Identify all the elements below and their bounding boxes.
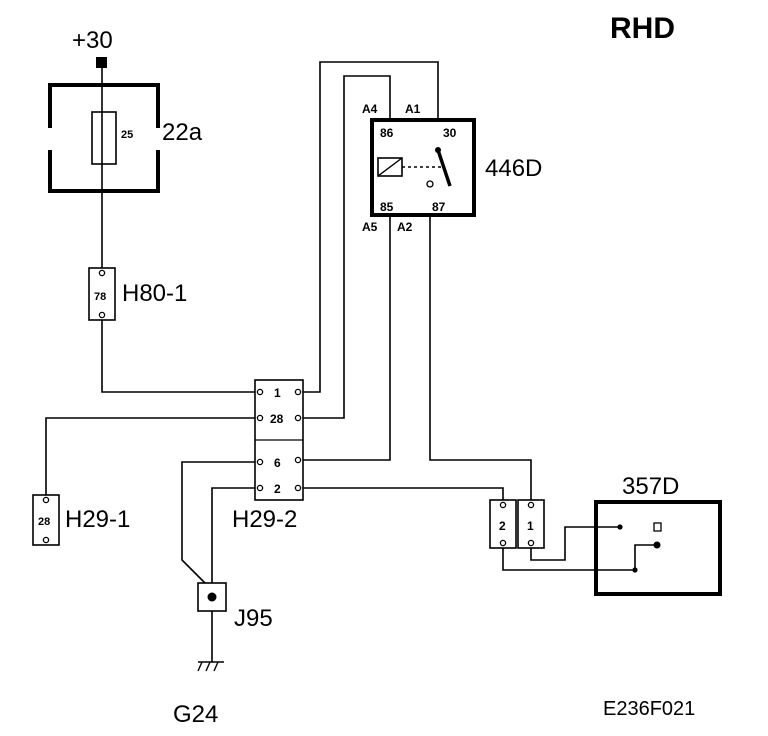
wire-h292-2-357d <box>300 487 504 500</box>
relay-name: 446D <box>485 155 542 182</box>
h29-2-pin28-label: 28 <box>270 412 284 426</box>
supply-30: +30 <box>72 27 113 68</box>
h80-1-pin-number: 78 <box>94 291 106 303</box>
connector-h80-1: 78 H80-1 <box>88 267 187 321</box>
wire-h292-6-j95 <box>181 461 258 584</box>
component-357d: 357D <box>594 473 722 596</box>
connector-h29-1: 28 H29-1 <box>32 494 130 546</box>
ground-g24: G24 <box>173 661 224 728</box>
h80-1-body <box>88 267 116 321</box>
relay-outline <box>370 118 476 217</box>
relay-pin-86: 86 <box>380 126 394 140</box>
h29-1-pin-number: 28 <box>38 516 50 528</box>
h29-1-name: H29-1 <box>65 506 130 533</box>
wire-h292-28-relay86 <box>300 75 391 419</box>
relay-pin-87: 87 <box>432 200 446 214</box>
h29-2-pin1-left <box>256 388 264 396</box>
ground-hatch-2 <box>205 661 211 672</box>
wire-h80-h292-1 <box>101 320 258 393</box>
h29-2-pin1-label: 1 <box>274 386 281 400</box>
drawing-code: E236F021 <box>603 698 695 720</box>
h80-1-pin-bottom <box>98 311 106 319</box>
g24-name: G24 <box>173 701 218 728</box>
relay-contact-87 <box>426 180 434 188</box>
h29-2-pin2-right <box>294 484 302 492</box>
connector-h29-2: 1 28 6 2 H29-2 <box>232 379 304 533</box>
fuse-rating: 25 <box>121 129 133 141</box>
ground-hatch-1 <box>197 661 203 672</box>
h29-2-pin6-right <box>294 456 302 464</box>
relay-coil-slash <box>377 157 403 177</box>
wire-relay85-h292-6 <box>300 215 391 461</box>
357d-conn-pin1-bottom <box>527 539 535 547</box>
h80-1-pin-top <box>98 269 106 277</box>
relay-pin-85: 85 <box>380 200 394 214</box>
connector-357d: 2 1 <box>489 499 545 549</box>
wires <box>45 61 656 662</box>
357d-contact-lower <box>653 541 661 549</box>
h29-2-name: H29-2 <box>232 506 297 533</box>
h29-1-pin-top <box>42 496 50 504</box>
fuse-name: 22a <box>162 119 203 146</box>
357d-name: 357D <box>622 473 679 500</box>
h29-2-pin6-label: 6 <box>274 456 281 470</box>
relay-pin-30: 30 <box>443 126 457 140</box>
wire-h292-28-h291 <box>45 417 258 495</box>
relay-contact-lever <box>436 149 452 187</box>
relay-terminal-a5: A5 <box>362 220 378 234</box>
relay-contact-pivot <box>435 147 441 153</box>
357d-conn-pin2-bottom <box>499 539 507 547</box>
supply-label: +30 <box>72 27 113 54</box>
wire-relay87-357d <box>429 215 532 500</box>
wire-h292-1-relay30 <box>300 61 439 393</box>
wire-h292-2-j95 <box>211 487 258 583</box>
splice-j95: J95 <box>197 582 273 632</box>
h29-2-pin2-left <box>256 484 264 492</box>
357d-conn-pin2-top <box>499 501 507 509</box>
357d-contact-upper <box>653 522 662 532</box>
h29-2-pin2-label: 2 <box>274 482 281 496</box>
relay-terminal-a4: A4 <box>362 102 378 116</box>
357d-node-lower <box>632 567 638 573</box>
ground-hatch-3 <box>213 661 219 672</box>
h29-1-pin-bottom <box>42 536 50 544</box>
wire-357d-pin1-inner <box>530 526 620 561</box>
j95-node <box>207 592 217 602</box>
relay-446d: A4 A1 86 30 85 87 A5 A2 446D <box>362 102 542 234</box>
357d-conn-pin2-label: 2 <box>499 519 506 533</box>
diagram-title: RHD <box>610 12 675 45</box>
relay-terminal-a1: A1 <box>405 102 421 116</box>
j95-name: J95 <box>234 605 273 632</box>
fuse-element <box>91 111 117 165</box>
h29-2-pin6-left <box>256 458 264 466</box>
357d-outline <box>594 500 722 596</box>
supply-terminal <box>96 57 107 68</box>
fuse-22a: 25 22a <box>47 83 203 193</box>
357d-conn-pin1-label: 1 <box>527 519 534 533</box>
357d-node-upper <box>617 524 623 530</box>
h80-1-name: H80-1 <box>122 280 187 307</box>
h29-2-pin28-left <box>256 414 264 422</box>
h29-2-pin1-right <box>294 388 302 396</box>
h29-1-body <box>32 494 60 546</box>
h29-2-pin28-right <box>294 414 302 422</box>
357d-conn-pin1-top <box>527 501 535 509</box>
relay-terminal-a2: A2 <box>397 220 413 234</box>
